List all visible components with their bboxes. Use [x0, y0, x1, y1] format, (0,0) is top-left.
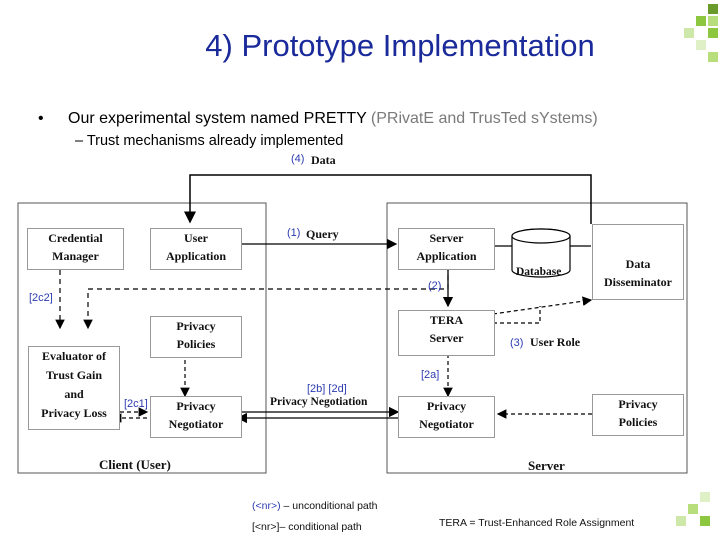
- bullet-main: Our experimental system named PRETTY (PR…: [68, 110, 598, 127]
- server-label: Server: [528, 458, 565, 473]
- decor-squares: [650, 0, 720, 80]
- conditional-2b2d-label: [2b] [2d]: [307, 383, 347, 395]
- data-edge-text: Data: [311, 153, 336, 167]
- client-label: Client (User): [99, 457, 171, 472]
- legend-unconditional: (<nr>) – unconditional path: [252, 500, 378, 512]
- database-label: Database: [516, 266, 562, 278]
- conditional-2a-label: [2a]: [421, 369, 440, 381]
- legend-tera: TERA = Trust-Enhanced Role Assignment: [439, 517, 635, 529]
- legend-conditional: [<nr>]– conditional path: [252, 521, 362, 533]
- conditional-2c2-label: [2c2]: [29, 292, 53, 304]
- db-edge-number: (2): [428, 280, 442, 292]
- bullet-marker: •: [38, 110, 44, 127]
- query-edge-text: Query: [306, 227, 339, 241]
- privacy-negotiation-label: Privacy Negotiation: [270, 396, 368, 408]
- page-title: 4) Prototype Implementation: [205, 28, 595, 63]
- query-edge-number: (1): [287, 227, 301, 239]
- bullet-sub: – Trust mechanisms already implemented: [75, 133, 344, 149]
- data-edge-number: (4): [291, 153, 305, 165]
- user-role-number: (3): [510, 337, 524, 349]
- decor-squares-bottom: [640, 470, 720, 540]
- user-role-text: User Role: [530, 335, 581, 349]
- conditional-2c1-label: [2c1]: [124, 398, 148, 410]
